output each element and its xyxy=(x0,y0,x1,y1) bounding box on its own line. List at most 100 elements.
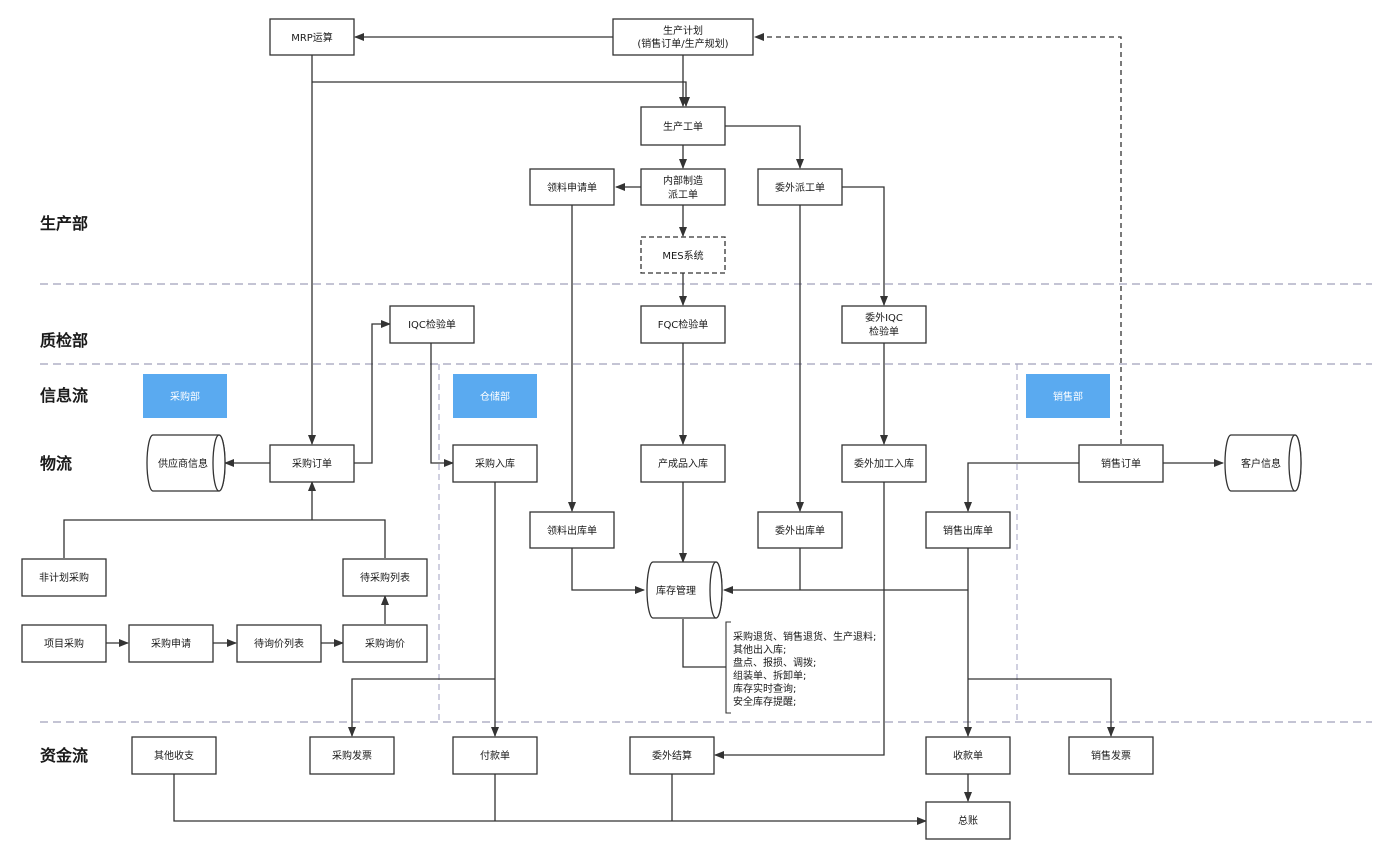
inventory-note-2: 其他出入库; xyxy=(733,643,786,656)
notes-bracket xyxy=(725,621,731,714)
node-general-ledger: 总账 xyxy=(925,801,1011,840)
edge-sales-order-plan xyxy=(754,33,1122,444)
inventory-note-5: 库存实时查询; xyxy=(733,682,796,695)
section-label-quality: 质检部 xyxy=(40,331,88,350)
node-mes-label: MES系统 xyxy=(662,249,703,262)
edge-purchase-in-invoice xyxy=(348,678,495,737)
section-label-logistics: 物流 xyxy=(40,454,72,473)
node-production-plan-line1: 生产计划 xyxy=(663,24,703,37)
node-outsource-settle: 委外结算 xyxy=(629,736,715,775)
node-sales-order-label: 销售订单 xyxy=(1101,457,1141,470)
node-sales-invoice: 销售发票 xyxy=(1068,736,1154,775)
node-material-request-label: 领料申请单 xyxy=(547,181,597,194)
section-label-funds-flow: 资金流 xyxy=(40,746,88,765)
edge-merge-purchase-order xyxy=(63,519,386,558)
node-project-purchase: 项目采购 xyxy=(21,624,107,663)
department-warehouse: 仓储部 xyxy=(453,374,537,418)
node-purchase-invoice: 采购发票 xyxy=(309,736,395,775)
edge-iqc-purchase-in xyxy=(430,343,454,467)
node-payment-label: 付款单 xyxy=(480,749,510,762)
node-outsource-iqc-line2: 检验单 xyxy=(869,325,899,338)
edge-outsource-in-settle xyxy=(714,482,885,759)
node-pending-inquiry-label: 待询价列表 xyxy=(254,637,304,650)
node-fqc-label: FQC检验单 xyxy=(658,318,709,331)
node-production-plan-line2: (销售订单/生产规划) xyxy=(637,37,728,50)
node-purchase-invoice-label: 采购发票 xyxy=(332,749,372,762)
edge-purchase-order-iqc xyxy=(353,320,391,464)
node-purchase-in-label: 采购入库 xyxy=(475,457,515,470)
department-purchasing: 采购部 xyxy=(143,374,227,418)
node-production-plan: 生产计划 (销售订单/生产规划) xyxy=(612,18,754,56)
node-outsource-out-label: 委外出库单 xyxy=(775,524,825,537)
node-receipt-label: 收款单 xyxy=(953,749,983,762)
node-unplanned-purchase: 非计划采购 xyxy=(21,558,107,597)
node-internal-dispatch-line2: 派工单 xyxy=(668,189,698,201)
node-customer-label: 客户信息 xyxy=(1241,457,1281,470)
node-purchase-in: 采购入库 xyxy=(452,444,538,483)
edge-other-income-ledger xyxy=(173,774,927,825)
section-label-production: 生产部 xyxy=(40,214,88,233)
node-outsource-in-label: 委外加工入库 xyxy=(854,457,914,470)
node-payment: 付款单 xyxy=(452,736,538,775)
node-iqc-label: IQC检验单 xyxy=(408,318,456,331)
inventory-note-4: 组装单、拆卸单; xyxy=(733,669,806,682)
node-internal-dispatch-line1: 内部制造 xyxy=(663,174,703,187)
edge-sales-out-invoice xyxy=(968,678,1115,737)
node-outsource-in: 委外加工入库 xyxy=(841,444,927,483)
node-mes: MES系统 xyxy=(640,236,726,274)
edge-inventory-notes xyxy=(682,619,726,668)
node-sales-invoice-label: 销售发票 xyxy=(1091,749,1131,762)
node-customer-info: 客户信息 xyxy=(1224,434,1302,492)
node-other-income: 其他收支 xyxy=(131,736,217,775)
node-supplier-info: 供应商信息 xyxy=(146,434,226,492)
node-outsource-iqc: 委外IQC 检验单 xyxy=(841,305,927,344)
node-purchase-order: 采购订单 xyxy=(269,444,355,483)
node-supplier-label: 供应商信息 xyxy=(158,457,208,470)
node-internal-dispatch: 内部制造 派工单 xyxy=(640,168,726,206)
node-sales-order: 销售订单 xyxy=(1078,444,1164,483)
node-purchase-order-label: 采购订单 xyxy=(292,457,332,470)
node-outsource-dispatch: 委外派工单 xyxy=(757,168,843,206)
inventory-note-3: 盘点、报损、调拨; xyxy=(733,656,816,669)
edge-outsource-iqc xyxy=(842,186,888,306)
department-sales: 销售部 xyxy=(1026,374,1110,418)
inventory-note-6: 安全库存提醒; xyxy=(733,695,796,708)
node-sales-out-label: 销售出库单 xyxy=(943,524,993,537)
node-receipt: 收款单 xyxy=(925,736,1011,775)
node-mrp: MRP运算 xyxy=(269,18,355,56)
node-fqc: FQC检验单 xyxy=(640,305,726,344)
node-purchase-request: 采购申请 xyxy=(128,624,214,663)
node-work-order-label: 生产工单 xyxy=(663,120,703,133)
department-warehouse-label: 仓储部 xyxy=(480,390,510,403)
node-inventory-label: 库存管理 xyxy=(656,584,696,597)
department-purchasing-label: 采购部 xyxy=(170,390,200,403)
node-sales-out: 销售出库单 xyxy=(925,511,1011,549)
edge-sales-order-out xyxy=(964,462,1079,512)
node-outsource-dispatch-label: 委外派工单 xyxy=(775,181,825,194)
node-product-in-label: 产成品入库 xyxy=(658,457,708,470)
node-pending-purchase-label: 待采购列表 xyxy=(360,571,410,584)
node-material-out-label: 领料出库单 xyxy=(547,524,597,537)
section-label-info-flow: 信息流 xyxy=(40,386,88,405)
node-project-purchase-label: 项目采购 xyxy=(44,637,84,650)
node-purchase-request-label: 采购申请 xyxy=(151,637,191,650)
inventory-notes: 采购退货、销售退货、生产退料; 其他出入库; 盘点、报损、调拨; 组装单、拆卸单… xyxy=(733,630,876,708)
department-sales-label: 销售部 xyxy=(1053,390,1083,403)
node-other-income-label: 其他收支 xyxy=(154,749,194,762)
node-mrp-label: MRP运算 xyxy=(291,31,333,44)
node-unplanned-label: 非计划采购 xyxy=(39,571,89,584)
node-material-out: 领料出库单 xyxy=(529,511,615,549)
node-outsource-settle-label: 委外结算 xyxy=(652,749,692,762)
node-outsource-out: 委外出库单 xyxy=(757,511,843,549)
node-pending-purchase-list: 待采购列表 xyxy=(342,558,428,597)
edge-material-out-inventory xyxy=(571,548,645,594)
node-ledger-label: 总账 xyxy=(958,814,978,827)
edge-work-order-outsource xyxy=(725,125,804,169)
edge-mrp-work-order xyxy=(312,81,690,107)
inventory-note-1: 采购退货、销售退货、生产退料; xyxy=(733,630,876,643)
node-work-order: 生产工单 xyxy=(640,106,726,146)
node-purchase-inquiry-label: 采购询价 xyxy=(365,637,405,650)
node-material-request: 领料申请单 xyxy=(529,168,615,206)
node-iqc: IQC检验单 xyxy=(389,305,475,344)
node-purchase-inquiry: 采购询价 xyxy=(342,624,428,663)
